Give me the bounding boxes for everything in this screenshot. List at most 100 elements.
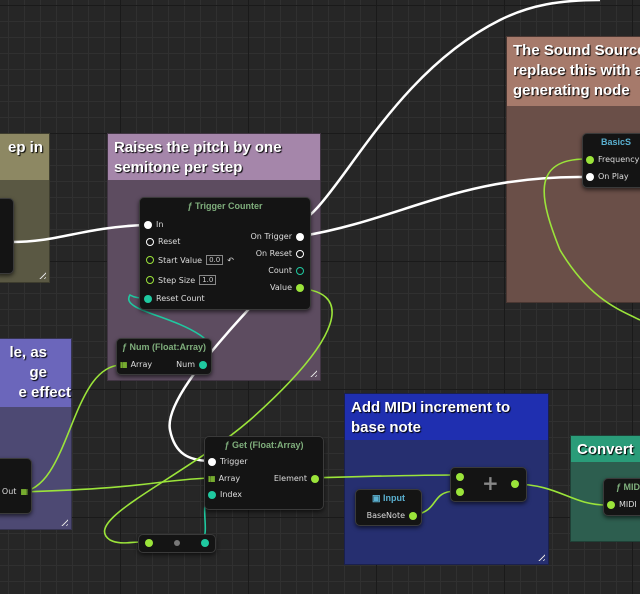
pin-label: In: [156, 220, 164, 229]
float-pin-icon: [607, 500, 615, 509]
array-pin-icon: ▦: [20, 487, 28, 496]
node-basic-synth[interactable]: BasicS Frequency On Play: [582, 133, 640, 188]
float-pin-icon: [586, 155, 594, 164]
comment-title: Convert: [571, 436, 640, 462]
node-title: ▣ Input: [356, 490, 421, 507]
pin-num[interactable]: Num: [176, 360, 207, 369]
add-symbol: +: [482, 471, 499, 495]
float-pin-icon[interactable]: [145, 539, 153, 547]
node-title: ƒ Trigger Counter: [187, 201, 263, 211]
node-title-text: Input: [383, 493, 405, 503]
pin-frequency[interactable]: Frequency: [586, 155, 639, 164]
float-pin-icon: [409, 511, 417, 520]
pin-label: Index: [220, 490, 243, 499]
pin-label: Out: [1, 487, 17, 496]
node-title: ƒ Num (Float:Array): [121, 342, 206, 352]
pin-label: Array: [130, 360, 153, 369]
pin-label: On Trigger: [250, 232, 293, 241]
comment-title: le, as ge e effect: [0, 339, 71, 407]
pin-label: Step Size: [158, 275, 196, 285]
pin-value[interactable]: Value: [270, 283, 304, 292]
pin-reset[interactable]: Reset: [146, 237, 180, 246]
pin-label: Num: [176, 360, 195, 369]
reset-arrow-icon[interactable]: ↶: [227, 255, 234, 265]
pin-trigger[interactable]: Trigger: [208, 457, 248, 466]
comment-line: e effect: [18, 384, 71, 401]
pin-out[interactable]: Out▦: [1, 487, 28, 496]
comment-title: Add MIDI increment to base note: [345, 394, 548, 440]
pin-label: Count: [268, 266, 292, 275]
pin-element[interactable]: Element: [274, 474, 319, 483]
node-title-text: BasicS: [601, 137, 632, 147]
pin-on-trigger[interactable]: On Trigger: [250, 232, 304, 241]
pin-label: Trigger: [220, 457, 248, 466]
array-pin-icon: ▦: [208, 474, 216, 483]
resize-handle[interactable]: [37, 270, 46, 279]
node-title: ƒ MIDI: [604, 479, 640, 495]
pin-array[interactable]: ▦Array: [120, 360, 152, 369]
comment-title: Raises the pitch by one semitone per ste…: [108, 134, 320, 180]
node-title-text: MIDI: [623, 482, 640, 492]
pin-midi[interactable]: MIDI: [607, 500, 637, 509]
center-dot-icon: [174, 540, 180, 546]
float-pin-icon[interactable]: [511, 480, 519, 488]
exec-pin-icon: [208, 457, 216, 466]
input-icon: ▣: [371, 493, 383, 503]
pin-label: BaseNote: [366, 511, 405, 520]
comment-line: le, as: [9, 344, 47, 361]
step-size-input[interactable]: 1.0: [199, 275, 217, 285]
pin-label: Start Value: [158, 255, 203, 265]
comment-title: ep in: [0, 134, 49, 180]
float-pin-icon: [146, 256, 154, 264]
pin-count[interactable]: Count: [268, 266, 304, 275]
pin-on-reset[interactable]: On Reset: [256, 249, 304, 258]
node-input[interactable]: ▣ Input BaseNote: [355, 489, 422, 526]
pin-label: Reset Count: [156, 294, 205, 303]
pin-basenote[interactable]: BaseNote: [367, 511, 417, 520]
node-midi[interactable]: ƒ MIDI MIDI: [603, 478, 640, 516]
int-pin-icon: [199, 360, 207, 369]
pin-label: Element: [273, 474, 307, 483]
float-pin-icon: [146, 276, 154, 284]
node-add[interactable]: +: [450, 467, 527, 502]
int-pin-icon: [296, 266, 304, 275]
pin-label: On Reset: [255, 249, 292, 258]
node-convert-float-int[interactable]: [138, 534, 216, 553]
int-pin-icon: [208, 490, 216, 499]
exec-pin-icon: [296, 249, 304, 258]
node-get[interactable]: ƒ Get (Float:Array) Trigger ▦Array Index…: [204, 436, 324, 510]
start-value-input[interactable]: 0.0: [206, 255, 224, 265]
pin-array[interactable]: ▦Array: [208, 474, 240, 483]
exec-pin-icon: [586, 172, 594, 181]
exec-pin-icon: [144, 220, 152, 229]
int-pin-icon[interactable]: [201, 539, 209, 547]
float-pin-icon[interactable]: [456, 488, 464, 496]
pin-on-play[interactable]: On Play: [586, 172, 629, 181]
exec-pin-icon: [146, 237, 154, 246]
resize-handle[interactable]: [59, 517, 68, 526]
node-left-array[interactable]: Out▦: [0, 458, 32, 514]
node-title: ƒ Get (Float:Array): [224, 440, 304, 450]
resize-handle[interactable]: [308, 368, 317, 377]
pin-label: MIDI: [619, 500, 637, 509]
resize-handle[interactable]: [536, 552, 545, 561]
int-pin-icon: [144, 294, 152, 303]
pin-label: Array: [218, 474, 241, 483]
pin-label: Value: [270, 283, 292, 292]
array-pin-icon: ▦: [120, 360, 128, 369]
pin-index[interactable]: Index: [208, 490, 242, 499]
pin-in[interactable]: In: [144, 220, 163, 229]
node-num[interactable]: ƒ Num (Float:Array) ▦Array Num: [116, 338, 212, 375]
node-left-trigger[interactable]: [0, 198, 14, 274]
float-pin-icon[interactable]: [456, 473, 464, 481]
comment-line: ge: [29, 364, 47, 381]
pin-label: Frequency: [598, 155, 640, 164]
float-pin-icon: [311, 474, 319, 483]
exec-pin-icon: [296, 232, 304, 241]
node-title: BasicS: [583, 134, 640, 150]
comment-title: The Sound Source replace this with a gen…: [507, 37, 640, 106]
pin-reset-count[interactable]: Reset Count: [144, 294, 205, 303]
